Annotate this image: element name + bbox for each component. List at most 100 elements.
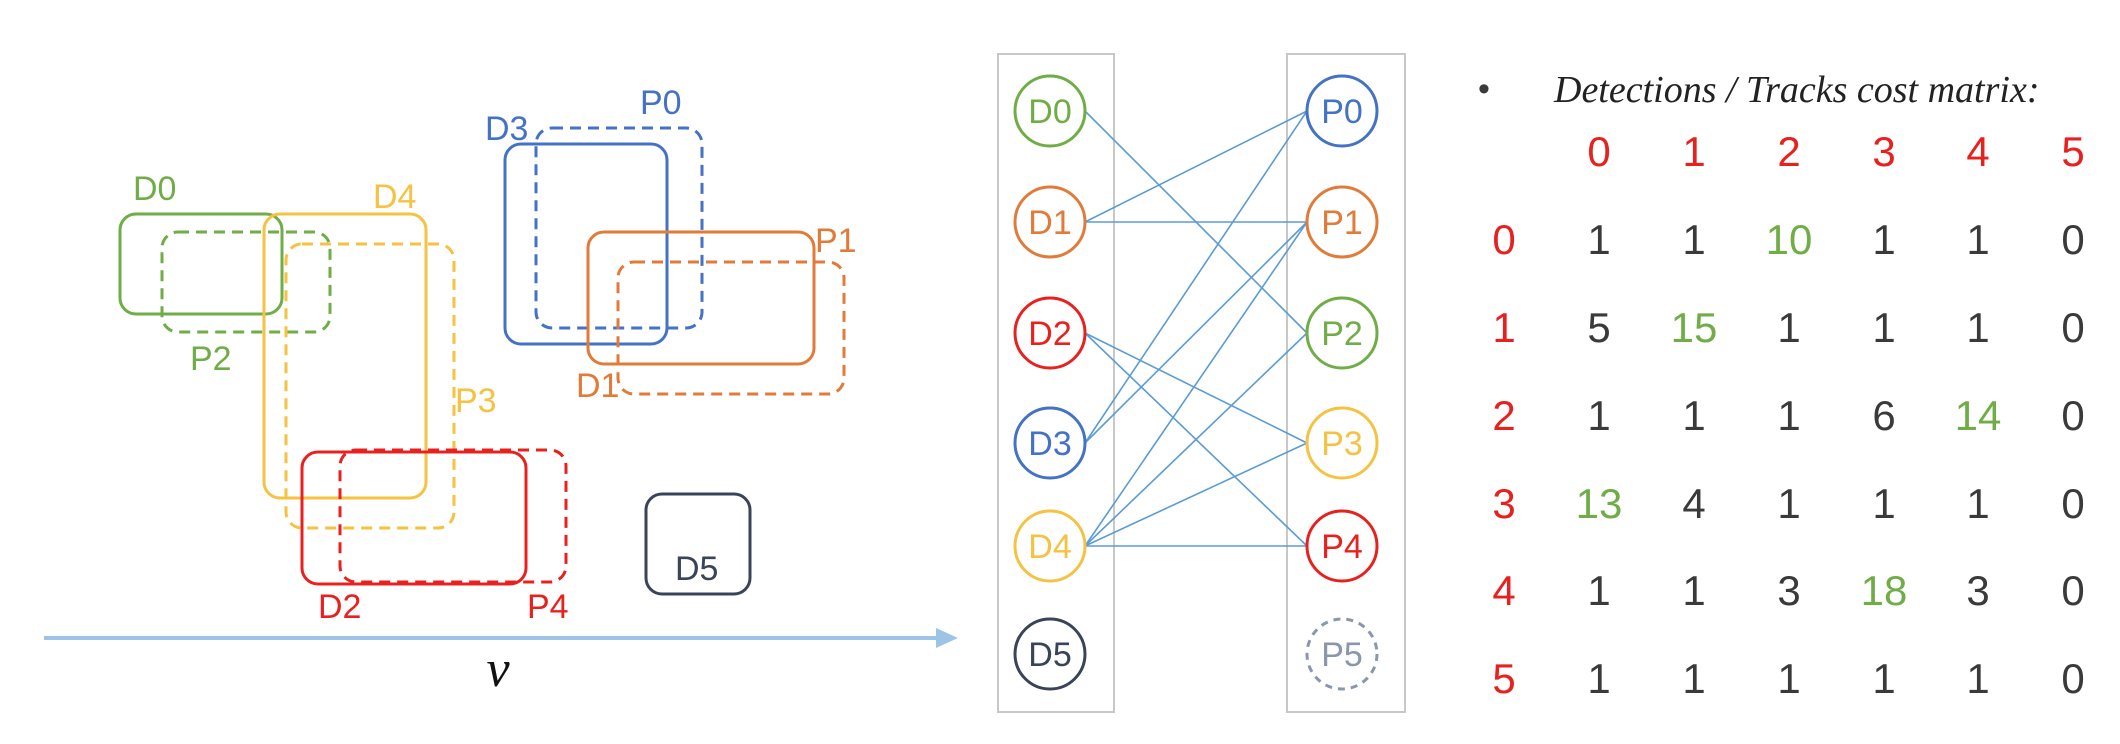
box-label-d2: D2 [318,588,361,626]
detection-node-d1 [1013,185,1087,259]
box-label-p4: P4 [527,588,569,626]
graph-edge [1084,332,1308,444]
matrix-cell: 5 [1587,304,1610,351]
matrix-row: 1 1 3 18 3 0 [1587,567,2084,614]
matrix-cell: 1 [1777,304,1800,351]
track-label-p1: P1 [1321,204,1363,242]
box-label-p1: P1 [815,222,857,260]
detection-node-d3 [1013,406,1087,480]
track-node-p1 [1305,185,1379,259]
matrix-row: 5 15 1 1 1 0 [1587,304,2084,351]
matrix-cell: 0 [2061,567,2084,614]
matrix-cell: 1 [1682,392,1705,439]
track-node-p3 [1305,406,1379,480]
matrix-col-header: 5 [2061,128,2084,175]
matrix-cell: 1 [1777,480,1800,527]
box-label-p0: P0 [640,84,682,122]
matrix-cell: 6 [1872,392,1895,439]
matrix-cell: 1 [1587,567,1610,614]
track-node-p5 [1305,617,1379,691]
matrix-cell: 0 [2061,655,2084,702]
track-node-p0 [1305,74,1379,148]
graph-edge [1084,221,1308,547]
matrix-cell: 1 [1966,216,1989,263]
matrix-cell: 18 [1861,567,1908,614]
matrix-row: 1 1 1 1 1 0 [1587,655,2084,702]
detection-label-d2: D2 [1028,315,1071,353]
box-p4 [338,448,568,584]
matrix-cell: 0 [2061,392,2084,439]
detection-label-d0: D0 [1028,93,1071,131]
matrix-row-header: 2 [1492,392,1515,439]
matrix-cell: 13 [1576,480,1623,527]
velocity-arrowhead [936,628,958,648]
box-label-p2: P2 [190,340,232,378]
matrix-cell: 0 [2061,216,2084,263]
box-p1 [616,260,846,396]
matrix-title: Detections / Tracks cost matrix: [1553,69,2039,111]
matrix-cell: 1 [1587,216,1610,263]
matrix-cell: 1 [1872,216,1895,263]
graph-edge [1084,110,1308,444]
detection-label-d5: D5 [1028,636,1071,674]
graph-edge [1084,110,1308,223]
matrix-cell: 3 [1777,567,1800,614]
matrix-cell: 1 [1872,304,1895,351]
matrix-cell: 10 [1766,216,1813,263]
velocity-label: v [486,641,510,698]
box-label-d0: D0 [133,170,176,208]
matrix-cell: 1 [1966,480,1989,527]
matrix-col-header: 2 [1777,128,1800,175]
bipartite-graph: D0 D1 D2 D3 D4 D5 P0 P1 P2 P3 P4 P5 [997,53,1406,713]
matrix-cell: 1 [1872,480,1895,527]
matrix-cell: 3 [1966,567,1989,614]
matrix-cell: 1 [1682,567,1705,614]
detection-node-d4 [1013,509,1087,583]
box-d4 [262,212,428,500]
box-d2 [300,450,528,586]
matrix-cell: 1 [1682,655,1705,702]
matrix-cell: 0 [2061,480,2084,527]
track-label-p2: P2 [1321,315,1363,353]
matrix-row: 1 1 10 1 1 0 [1587,216,2084,263]
matrix-row-header: 5 [1492,655,1515,702]
matrix-cell: 4 [1682,480,1705,527]
graph-edge [1084,221,1308,444]
detection-node-d5 [1013,617,1087,691]
box-label-d1: D1 [576,367,619,405]
box-d0 [118,212,284,316]
graph-edge [1084,332,1308,547]
graph-edge [1084,442,1308,547]
scene-panel: D0 P2 D4 P3 D3 P0 P1 D1 D2 P4 D5 v [44,84,958,698]
track-label-p3: P3 [1321,425,1363,463]
matrix-row: 13 4 1 1 1 0 [1576,480,2085,527]
matrix-col-header: 1 [1682,128,1705,175]
matrix-col-header: 0 [1587,128,1610,175]
tracks-column [1286,53,1406,713]
track-label-p4: P4 [1321,528,1363,566]
matrix-cell: 1 [1777,392,1800,439]
detection-node-d0 [1013,74,1087,148]
matrix-cell: 1 [1777,655,1800,702]
matrix-col-header: 4 [1966,128,1989,175]
detection-node-d2 [1013,296,1087,370]
box-label-d3: D3 [485,110,528,148]
track-node-p4 [1305,509,1379,583]
box-p3 [284,242,456,530]
box-p0 [534,126,704,330]
cost-matrix: • Detections / Tracks cost matrix: 0 1 2… [1478,69,2085,702]
matrix-cell: 1 [1587,655,1610,702]
box-label-d5: D5 [675,550,718,588]
matrix-cell: 1 [1872,655,1895,702]
matrix-row-header: 4 [1492,567,1515,614]
track-node-p2 [1305,296,1379,370]
box-d5 [644,492,752,596]
box-label-p3: P3 [455,382,497,420]
matrix-row-header: 3 [1492,480,1515,527]
matrix-row-header: 0 [1492,216,1515,263]
detection-label-d3: D3 [1028,425,1071,463]
matrix-cell: 0 [2061,304,2084,351]
matrix-col-header: 3 [1872,128,1895,175]
matrix-cell: 15 [1671,304,1718,351]
